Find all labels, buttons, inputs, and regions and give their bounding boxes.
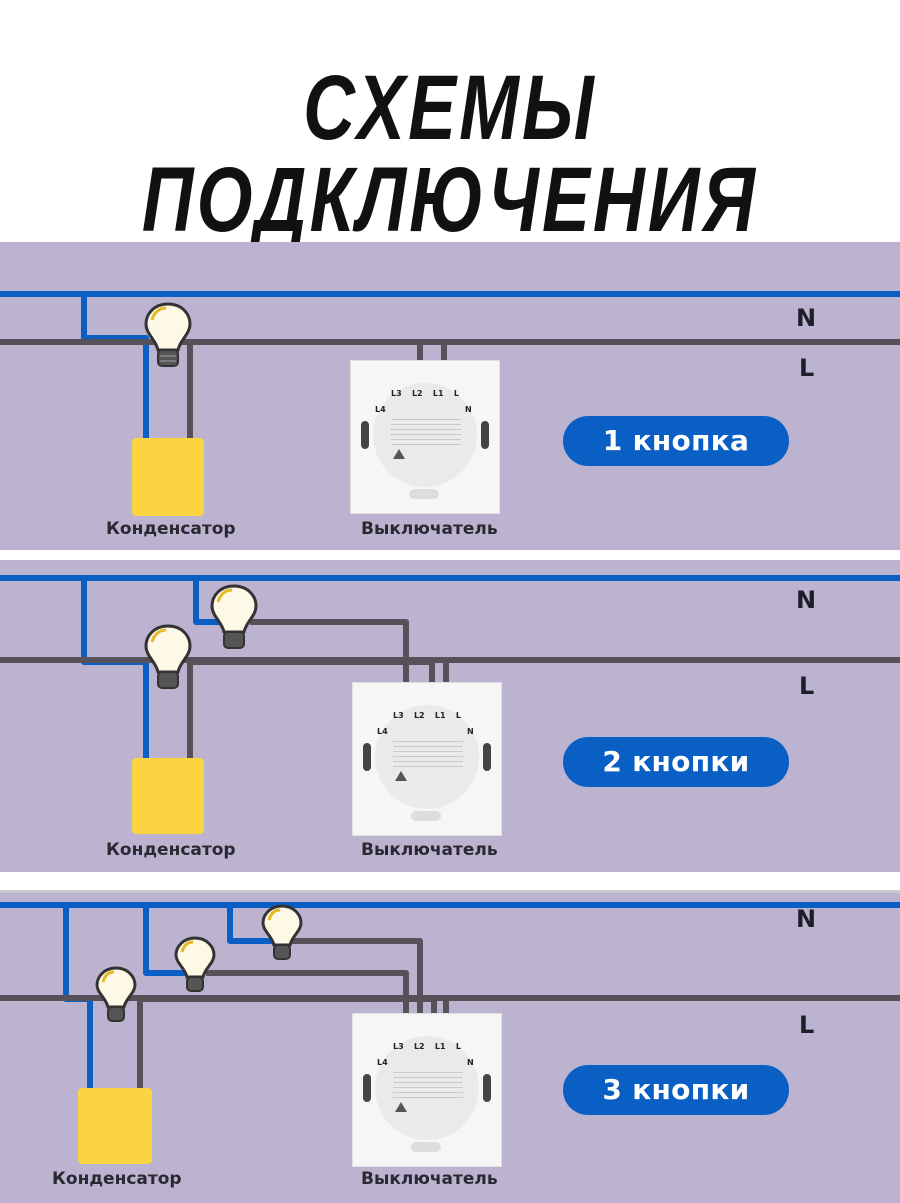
switch-device: L3 L2 L1 L L4 N bbox=[352, 682, 502, 836]
terminal-label: N bbox=[467, 1058, 474, 1067]
bulb-icon bbox=[144, 302, 192, 367]
terminal-label: L4 bbox=[377, 1058, 388, 1067]
neutral-label: N bbox=[796, 304, 817, 332]
capacitor-box bbox=[132, 438, 204, 516]
neutral-branch-wire bbox=[143, 905, 186, 976]
capacitor-box bbox=[132, 758, 204, 834]
bulb-icon bbox=[210, 584, 258, 649]
bulb-icon bbox=[144, 624, 192, 689]
switch-label: Выключатель bbox=[361, 1169, 498, 1189]
terminal-label: L bbox=[455, 1042, 461, 1051]
diagram-panel-2-buttons: Конденсатор L3 L2 L1 L L4 N Выключатель N L… bbox=[0, 560, 900, 872]
terminal-label: L1 bbox=[434, 711, 446, 720]
terminal-label: L4 bbox=[377, 727, 388, 736]
terminal-label: L2 bbox=[413, 711, 425, 720]
warning-icon bbox=[395, 1102, 407, 1112]
terminal-label: L1 bbox=[434, 1042, 446, 1051]
page-title: СХЕМЫ ПОДКЛЮЧЕНИЯ bbox=[141, 57, 759, 251]
neutral-label: N bbox=[796, 586, 817, 614]
warning-icon bbox=[393, 449, 405, 459]
terminal-label: N bbox=[467, 727, 474, 736]
mode-badge: 3 кнопки bbox=[563, 1065, 789, 1115]
live-label: L bbox=[799, 354, 815, 382]
capacitor-box bbox=[78, 1088, 152, 1164]
neutral-label: N bbox=[796, 905, 817, 933]
switch-device: L3 L2 L1 L L4 N bbox=[350, 360, 500, 514]
warning-icon bbox=[395, 771, 407, 781]
neutral-branch-wire bbox=[193, 578, 222, 625]
diagram-panel-1-button: Конденсатор L3 L2 L1 L L4 N Выключатель N L… bbox=[0, 242, 900, 550]
terminal-label: L3 bbox=[391, 389, 402, 398]
capacitor-label: Конденсатор bbox=[106, 519, 236, 539]
terminal-label: L3 bbox=[393, 711, 404, 720]
bulb-icon bbox=[174, 936, 216, 992]
neutral-branch-wire bbox=[81, 294, 149, 442]
terminal-label: L2 bbox=[413, 1042, 425, 1051]
terminal-label: L3 bbox=[393, 1042, 404, 1051]
switch-label: Выключатель bbox=[361, 519, 498, 539]
terminal-label: L1 bbox=[432, 389, 444, 398]
switch-device: L3 L2 L1 L L4 N bbox=[352, 1013, 502, 1167]
capacitor-label: Конденсатор bbox=[106, 840, 236, 860]
terminal-label: N bbox=[465, 405, 472, 414]
load-wire-2 bbox=[250, 619, 409, 710]
live-label: L bbox=[799, 1011, 815, 1039]
terminal-label: L bbox=[455, 711, 461, 720]
mode-badge: 1 кнопка bbox=[563, 416, 789, 466]
terminal-label: L2 bbox=[411, 389, 423, 398]
bulb-icon bbox=[95, 966, 137, 1022]
terminal-label: L bbox=[453, 389, 459, 398]
terminal-label: L4 bbox=[375, 405, 386, 414]
switch-label: Выключатель bbox=[361, 840, 498, 860]
diagram-panel-3-buttons: Конденсатор L3 L2 L1 L L4 N Выключатель N L… bbox=[0, 890, 900, 1203]
mode-badge: 2 кнопки bbox=[563, 737, 789, 787]
capacitor-label: Конденсатор bbox=[52, 1169, 182, 1189]
neutral-branch-wire bbox=[81, 578, 149, 760]
bulb-icon bbox=[261, 904, 303, 960]
live-label: L bbox=[799, 672, 815, 700]
neutral-branch-wire bbox=[227, 905, 276, 944]
